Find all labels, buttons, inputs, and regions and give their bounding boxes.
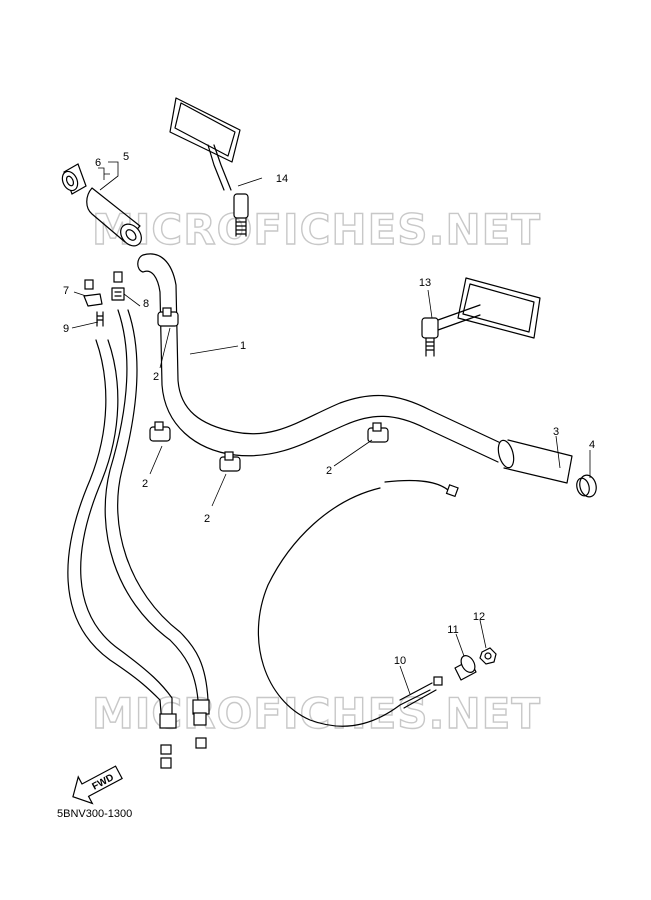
bolt-7: [83, 279, 103, 307]
callout-12: 12: [473, 611, 485, 623]
throttle-grip: [497, 439, 573, 484]
hose-fitting-bottom-right: [192, 699, 210, 749]
callout-13: 13: [419, 277, 431, 289]
callout-14: 14: [276, 173, 288, 185]
forward-label: FWD: [90, 772, 115, 792]
callout-4: 4: [589, 439, 595, 451]
bolt-8: [111, 271, 125, 301]
left-mirror: [169, 97, 249, 237]
callout-2-upper: 2: [153, 371, 159, 383]
watermark-top: MICROFICHES.NET: [92, 205, 541, 254]
callout-10: 10: [394, 655, 406, 667]
callout-9: 9: [63, 323, 69, 335]
grip-end-left: [61, 163, 87, 195]
callout-11: 11: [447, 624, 458, 636]
lock-nut: [479, 647, 497, 665]
grip-end-right: [576, 474, 597, 498]
hose-left-short: [104, 309, 209, 701]
callout-8: 8: [143, 298, 149, 310]
callout-3: 3: [553, 426, 559, 438]
right-mirror: [421, 277, 541, 357]
hose-left-long: [67, 339, 173, 726]
cable-clamp-3: [219, 451, 241, 472]
part-code: 5BNV300-1300: [57, 808, 133, 820]
callout-1: 1: [240, 340, 246, 352]
callout-2-middle: 2: [204, 513, 210, 525]
left-grip: [86, 187, 142, 247]
forward-arrow-icon: FWD: [72, 765, 123, 805]
cable-clamp-4: [367, 422, 389, 443]
handlebar: [137, 253, 506, 463]
throttle-cable: [257, 479, 459, 727]
cable-clamp-2: [149, 421, 171, 442]
callout-6: 6: [95, 157, 101, 169]
leader-lines: [71, 161, 591, 695]
cable-clamp-1: [157, 307, 179, 327]
callout-7: 7: [63, 285, 69, 297]
callout-2-right: 2: [326, 465, 332, 477]
hose-fitting-bottom-left: [159, 713, 177, 769]
bolt-9: [96, 311, 104, 327]
callout-2-left: 2: [142, 478, 148, 490]
callout-5: 5: [123, 151, 129, 163]
cable-adjuster: [454, 655, 477, 681]
watermark-bottom: MICROFICHES.NET: [92, 689, 541, 738]
